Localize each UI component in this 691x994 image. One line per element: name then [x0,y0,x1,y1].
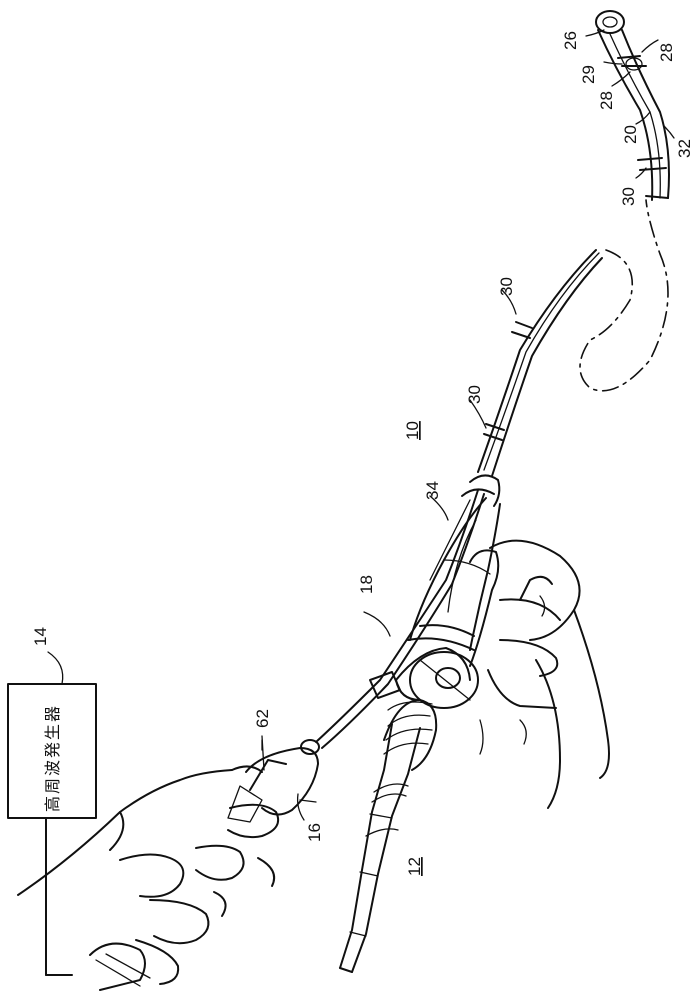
label-18: 18 [357,575,376,594]
label-20: 20 [621,125,640,144]
left-hand [18,736,319,990]
generator-label: 高周波発生器 [43,704,62,812]
label-16: 16 [305,823,324,842]
label-30-tip: 30 [619,187,638,206]
handpiece [340,475,500,972]
reference-numerals: 26 28 29 28 20 32 30 30 30 10 34 18 14 6… [31,31,691,876]
label-26: 26 [561,31,580,50]
break-line [580,200,668,391]
label-32: 32 [675,139,691,158]
label-28-lower: 28 [597,91,616,110]
label-34: 34 [423,481,442,500]
label-29: 29 [579,65,598,84]
generator-box: 高周波発生器 [8,652,96,975]
label-28-upper: 28 [657,43,676,62]
right-hand [470,541,609,808]
label-30-upper: 30 [497,277,516,296]
leader-lines [262,30,674,820]
label-14: 14 [31,627,50,646]
label-12: 12 [405,857,424,876]
label-62: 62 [253,709,272,728]
label-10: 10 [403,421,422,440]
label-30-lower: 30 [465,385,484,404]
